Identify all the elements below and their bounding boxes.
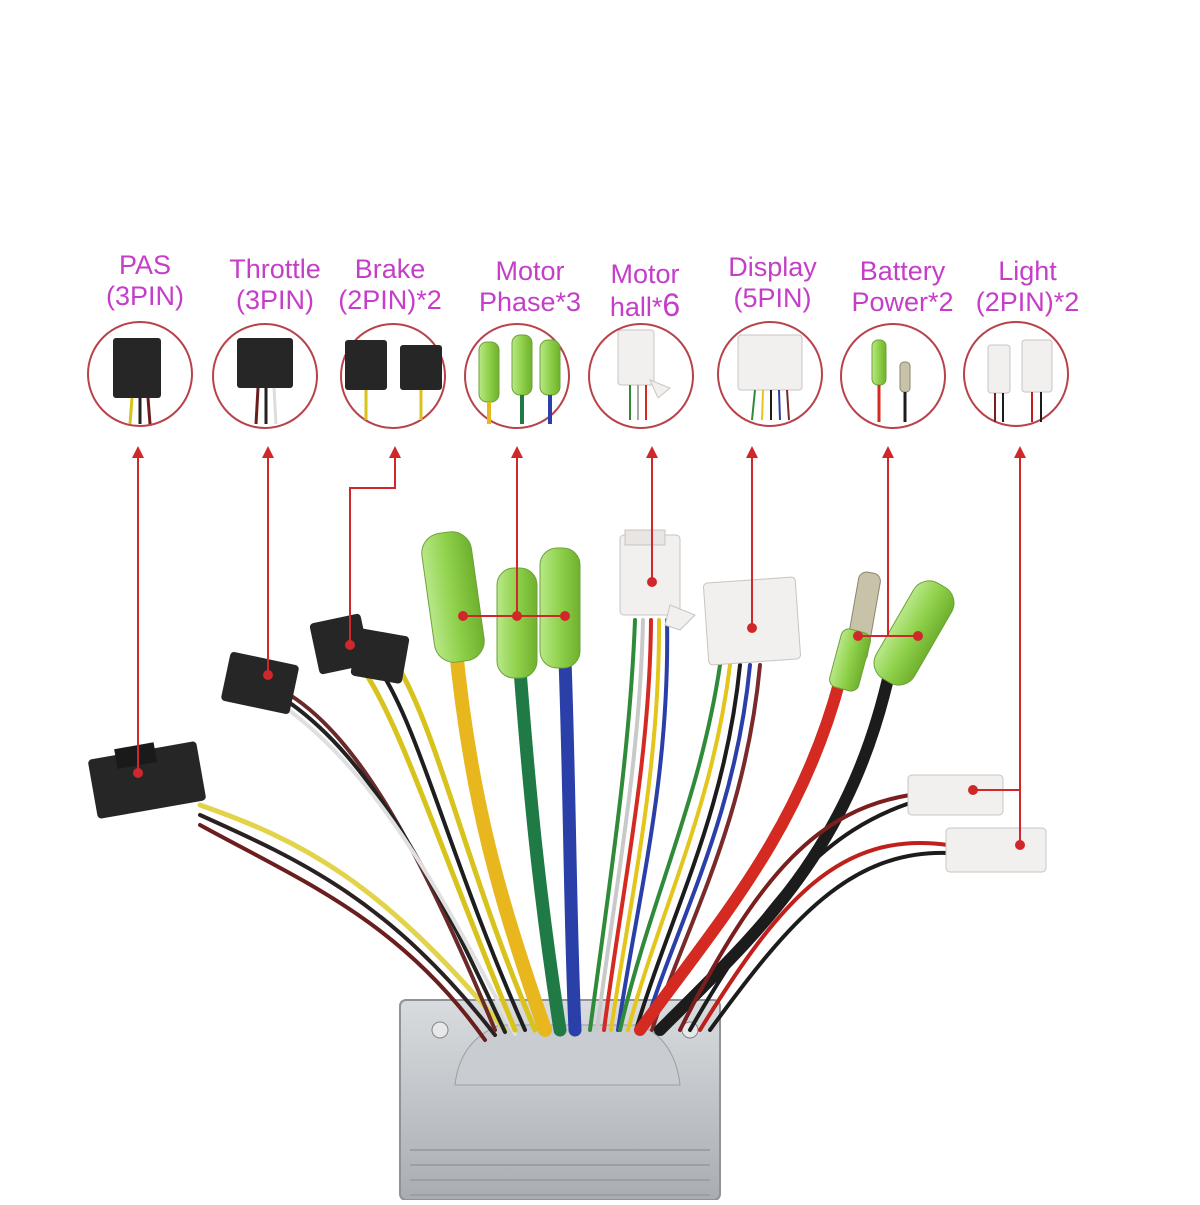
label-motor-phase: Motor Phase*3: [465, 256, 595, 318]
zoom-circle-light: [963, 321, 1069, 427]
label-light-line2: (2PIN)*2: [975, 287, 1080, 317]
zoom-circle-motor-phase: [464, 323, 570, 429]
light-connector-2: [945, 827, 1047, 873]
light-connector-1: [907, 774, 1004, 816]
controller-housing: [399, 999, 721, 1201]
pas-connector: [88, 741, 206, 819]
label-throttle-line1: Throttle: [229, 254, 321, 284]
arrow-heads: [132, 446, 1026, 458]
label-throttle: Throttle (3PIN): [210, 254, 340, 316]
label-motor-hall: Motor hall*6: [590, 259, 700, 323]
label-pas-line1: PAS: [118, 250, 172, 280]
hall-connector: [619, 529, 696, 631]
throttle-connector: [221, 652, 299, 714]
label-battery: Battery Power*2: [835, 256, 970, 318]
zoom-circle-display: [717, 321, 823, 427]
label-display-line1: Display: [728, 252, 817, 282]
label-throttle-line2: (3PIN): [235, 285, 314, 315]
leader-dots: [133, 577, 1025, 850]
zoom-circle-throttle: [212, 323, 318, 429]
leader-light: [973, 450, 1021, 845]
zoom-circle-pas: [87, 321, 193, 427]
label-brake-line1: Brake: [354, 254, 426, 284]
label-motor-hall-line1: Motor: [610, 259, 680, 289]
brake-connector-2: [350, 628, 410, 684]
battery-bullet-connector: [829, 571, 881, 692]
label-brake: Brake (2PIN)*2: [325, 254, 455, 316]
label-motor-hall-line2: hall*6: [590, 287, 700, 323]
zoom-circle-brake: [340, 323, 446, 429]
label-motor-hall-line2-text: hall*: [609, 292, 663, 322]
zoom-circle-battery: [840, 323, 946, 429]
label-battery-line1: Battery: [859, 256, 946, 286]
label-pas-line2: (3PIN): [105, 281, 184, 311]
label-brake-line2: (2PIN)*2: [338, 285, 442, 315]
leader-brake: [349, 450, 396, 645]
label-light: Light (2PIN)*2: [960, 256, 1095, 318]
phase-connector-3: [539, 547, 581, 669]
label-display: Display (5PIN): [705, 252, 840, 314]
label-motor-hall-line2-suffix: 6: [662, 287, 681, 323]
leader-lines: [137, 450, 1021, 845]
label-motor-phase-line2: Phase*3: [478, 287, 582, 317]
label-pas: PAS (3PIN): [95, 250, 195, 312]
label-motor-phase-line1: Motor: [495, 256, 565, 286]
phase-connector-1: [421, 531, 485, 663]
zoom-circle-motor-hall: [588, 323, 694, 429]
label-display-line2: (5PIN): [733, 283, 812, 313]
label-battery-line2: Power*2: [851, 287, 954, 317]
label-light-line1: Light: [998, 256, 1057, 286]
wire-bundle: [197, 618, 950, 1042]
leader-battery: [858, 450, 918, 637]
